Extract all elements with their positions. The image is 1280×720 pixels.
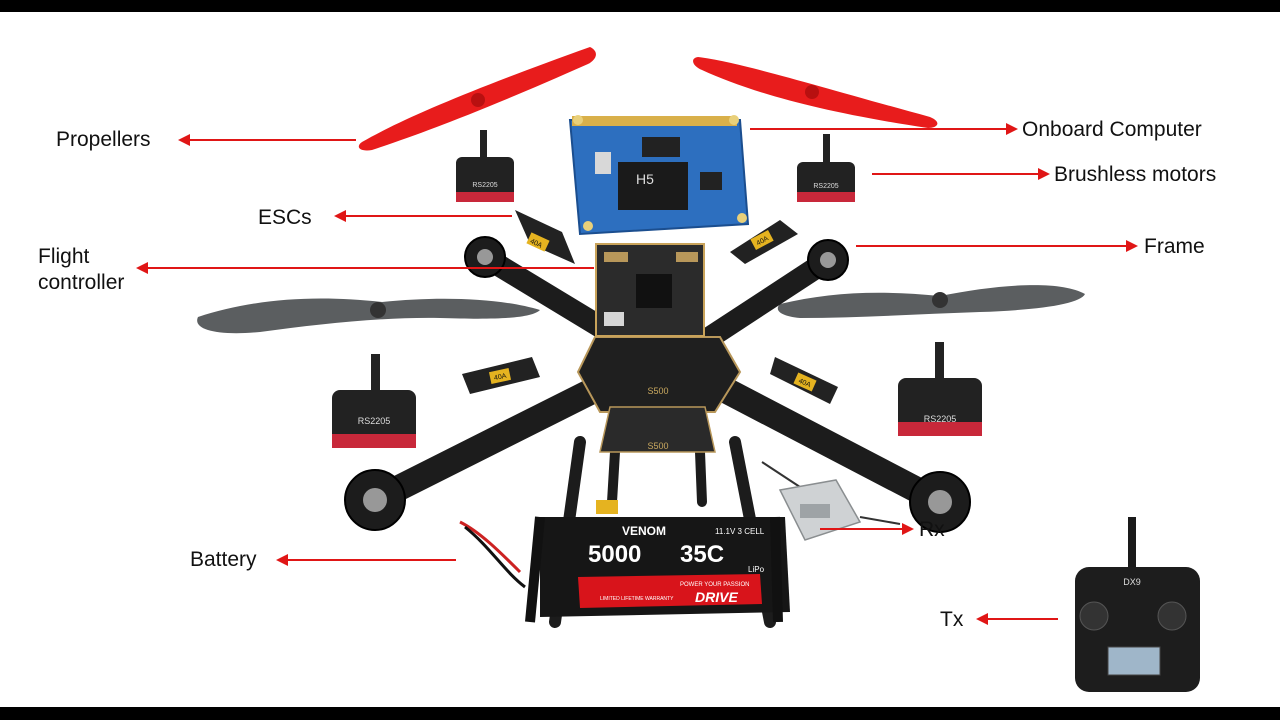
arrow-propellers [178,134,356,146]
esc-bottom-left: 40A [462,357,540,394]
svg-text:LiPo: LiPo [748,565,765,574]
arrow-frame [856,240,1138,252]
frame-model-text: S500 [647,386,668,396]
svg-text:RS2205: RS2205 [924,414,957,424]
battery-drive-text: DRIVE [695,589,738,605]
arrow-rx [820,523,914,535]
esc-bottom-right: 40A [770,357,838,404]
motor-bottom-right: RS2205 [898,342,982,436]
svg-text:40A: 40A [493,373,507,383]
onboard-computer-board: H5 [568,115,750,236]
motor-top-right: RS2205 [797,134,855,202]
red-propeller-right [693,57,938,128]
tx-model-text: DX9 [1123,577,1141,587]
grey-propeller-left [197,298,540,334]
esc-top-right: 40A [730,220,798,264]
svg-text:RS2205: RS2205 [813,183,838,190]
svg-text:RS2205: RS2205 [472,182,497,189]
label-flight-controller: Flight controller [38,245,125,294]
svg-text:S500: S500 [647,441,668,451]
svg-text:11.1V 3 CELL: 11.1V 3 CELL [715,527,765,536]
label-rx: Rx [919,518,945,541]
grey-propeller-right [777,285,1085,318]
red-propeller-left [358,47,596,151]
arrow-flight-controller [136,262,594,274]
label-escs: ESCs [258,206,312,229]
arrow-onboard-computer [750,123,1018,135]
battery-rating-text: 35C [680,541,724,568]
flight-controller-board [595,243,705,337]
receiver [761,461,901,541]
arrow-brushless-motors [872,168,1050,180]
svg-text:POWER YOUR PASSION: POWER YOUR PASSION [680,582,749,588]
battery-pack: VENOM 11.1V 3 CELL 5000 35C LiPo POWER Y… [459,500,790,623]
svg-text:40A: 40A [797,378,812,390]
label-tx: Tx [940,608,964,631]
label-frame: Frame [1144,235,1205,258]
motor-top-left: RS2205 [456,130,514,202]
label-battery: Battery [190,548,257,571]
transmitter: DX9 [1075,517,1200,692]
arrow-battery [276,554,456,566]
motor-bottom-left: RS2205 [332,354,416,448]
drone-exploded-view: S500 S500 H5 [197,47,1200,692]
label-onboard-computer: Onboard Computer [1022,118,1202,141]
frame-center-plate: S500 S500 [576,336,742,453]
arrow-escs [334,210,512,222]
label-brushless-motors: Brushless motors [1054,163,1217,186]
arrow-tx [976,613,1058,625]
diagram-stage: S500 S500 H5 [0,12,1280,707]
esc-top-left: 40A [515,210,575,264]
board-chip-text: H5 [636,171,654,187]
battery-capacity-text: 5000 [588,541,641,568]
label-propellers: Propellers [56,128,151,151]
svg-text:RS2205: RS2205 [358,416,391,426]
svg-text:40A: 40A [529,238,544,250]
battery-brand-text: VENOM [622,524,666,538]
svg-text:LIMITED LIFETIME WARRANTY: LIMITED LIFETIME WARRANTY [600,596,674,602]
